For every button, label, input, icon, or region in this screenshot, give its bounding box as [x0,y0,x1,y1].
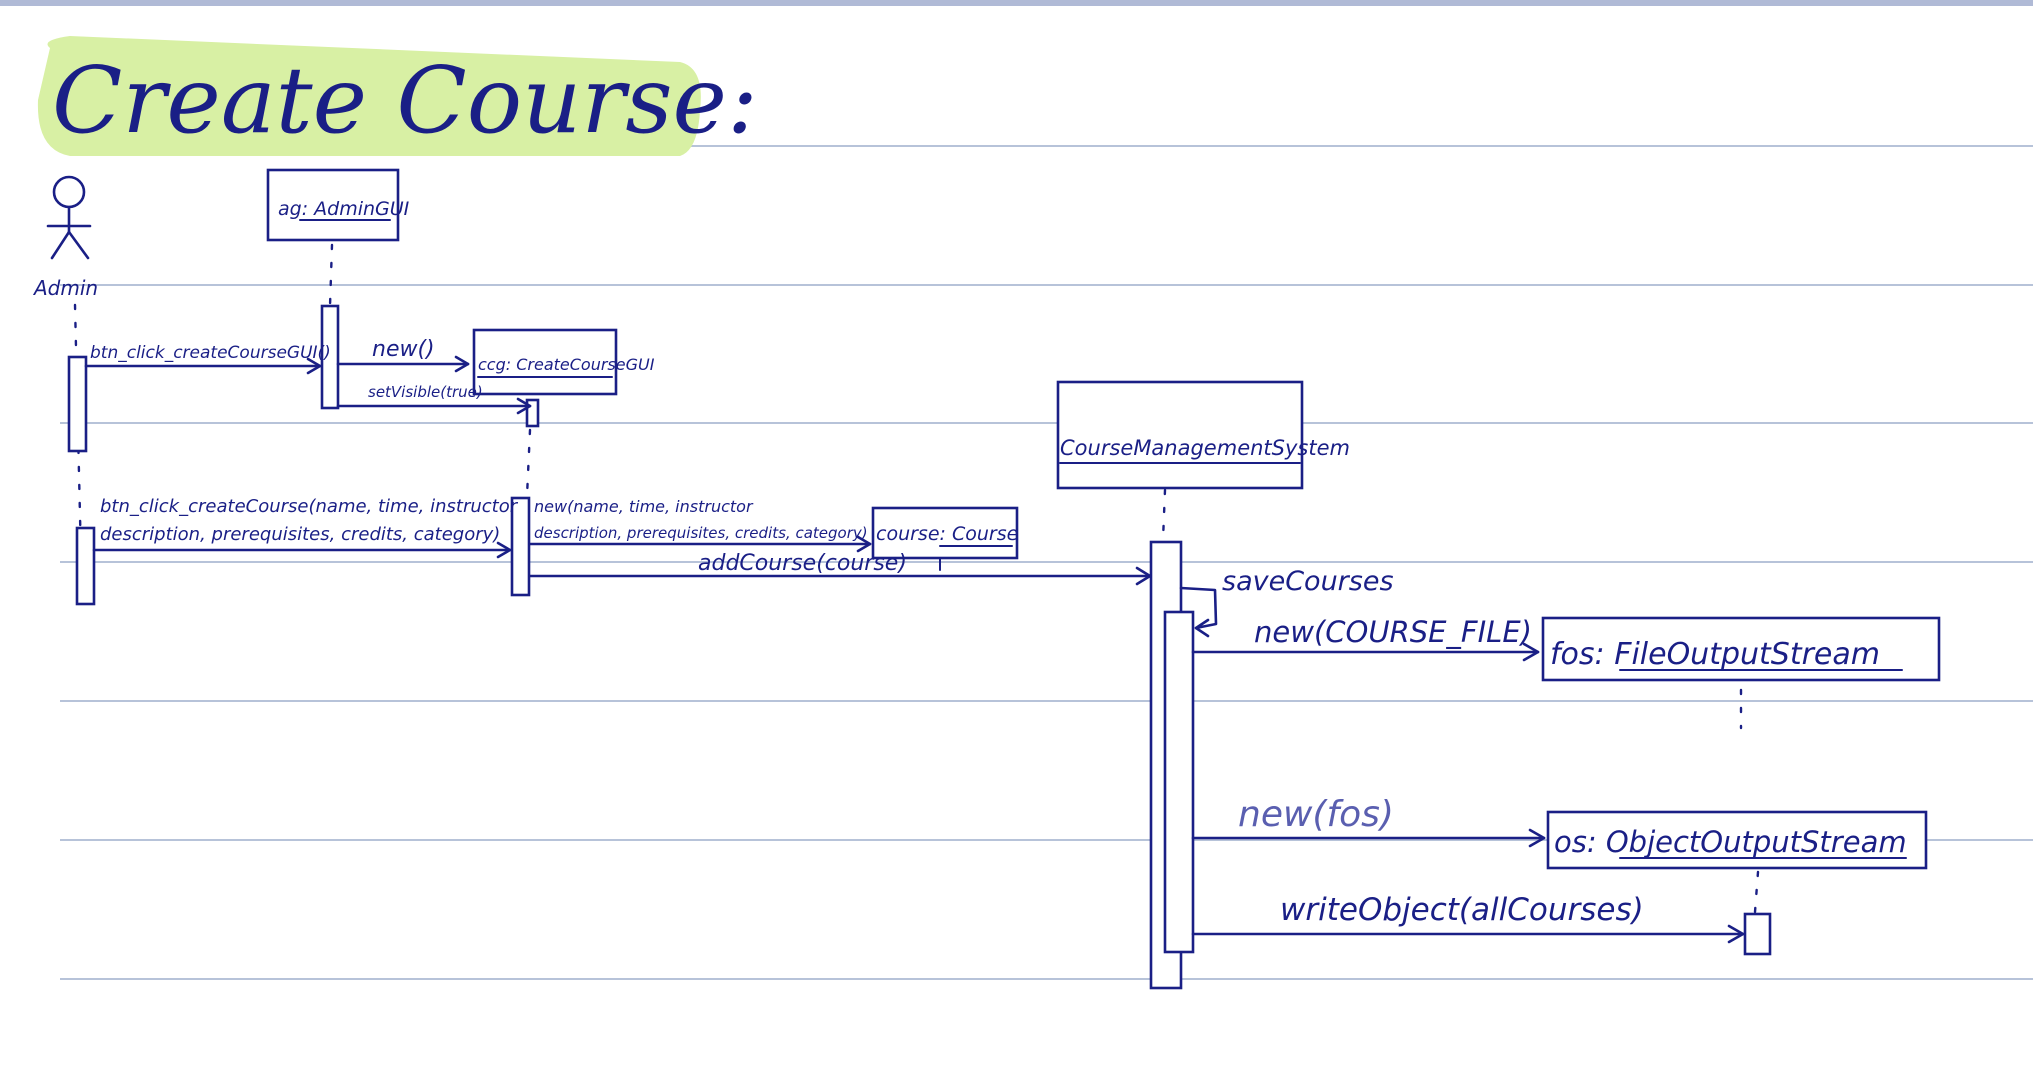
message-7-label: saveCourses [1222,566,1394,597]
message-2-label: new() [372,337,435,362]
admin-gui-box [266,168,400,242]
create-course-gui-box [472,328,618,396]
message-1-arrowhead [306,357,322,375]
object-output-stream-activation [1743,912,1772,956]
admin-lifeline [73,303,84,602]
object-output-stream-lifeline [1753,870,1760,914]
message-9-arrowhead [1528,828,1546,848]
ruled-lines [60,145,2033,980]
course-box [871,506,1019,560]
message-10-arrowhead [1727,924,1745,944]
create-course-gui-lifeline [525,428,532,498]
message-7-self-arrow [1179,586,1218,630]
create-course-gui-activation-1 [525,398,540,428]
message-6-arrowhead [1135,566,1152,586]
message-4-label-line-1: btn_click_createCourse(name, time, instr… [100,496,519,517]
course-label: course: Course [876,523,1018,545]
message-4-arrowhead [496,541,512,559]
admin-activation-2 [75,526,96,606]
message-6-label: addCourse(course) [698,551,907,576]
message-5-arrowhead [856,535,872,553]
file-output-stream-label: fos: FileOutputStream [1550,637,1880,672]
message-4-label-line-2: description, prerequisites, credits, cat… [100,524,500,545]
admin-actor-icon [46,175,92,260]
top-bar [0,0,2033,6]
message-8-label: new(COURSE_FILE) [1254,615,1532,649]
create-course-gui-activation-2 [510,496,531,597]
message-1-label: btn_click_createCourseGUI() [90,343,331,363]
message-7-arrowhead [1194,618,1210,638]
create-course-gui-label: ccg: CreateCourseGUI [478,355,655,374]
admin-gui-activation [320,304,340,410]
message-5-label-line-2: description, prerequisites, credits, cat… [534,524,868,542]
admin-gui-label: ag: AdminGUI [278,198,410,220]
course-management-system-nested-activation [1163,610,1195,954]
message-3-arrowhead [516,397,532,415]
object-output-stream-label: os: ObjectOutputStream [1554,825,1907,859]
admin-gui-lifeline [328,243,334,308]
message-2-arrowhead [454,355,470,373]
admin-actor-label: Admin [32,276,98,300]
message-10-label: writeObject(allCourses) [1280,892,1644,928]
message-9-label: new(fos) [1238,794,1394,835]
page-title: Create Course: [52,47,758,154]
course-management-system-label: CourseManagementSystem [1060,436,1350,460]
message-3-label: setVisible(true) [368,383,483,401]
course-management-system-box [1056,380,1304,490]
title-highlight [37,36,701,156]
message-8-arrowhead [1522,642,1540,662]
message-5-label-line-1: new(name, time, instructor [534,497,754,516]
course-management-system-lifeline [1161,488,1167,542]
admin-activation-1 [67,355,88,453]
